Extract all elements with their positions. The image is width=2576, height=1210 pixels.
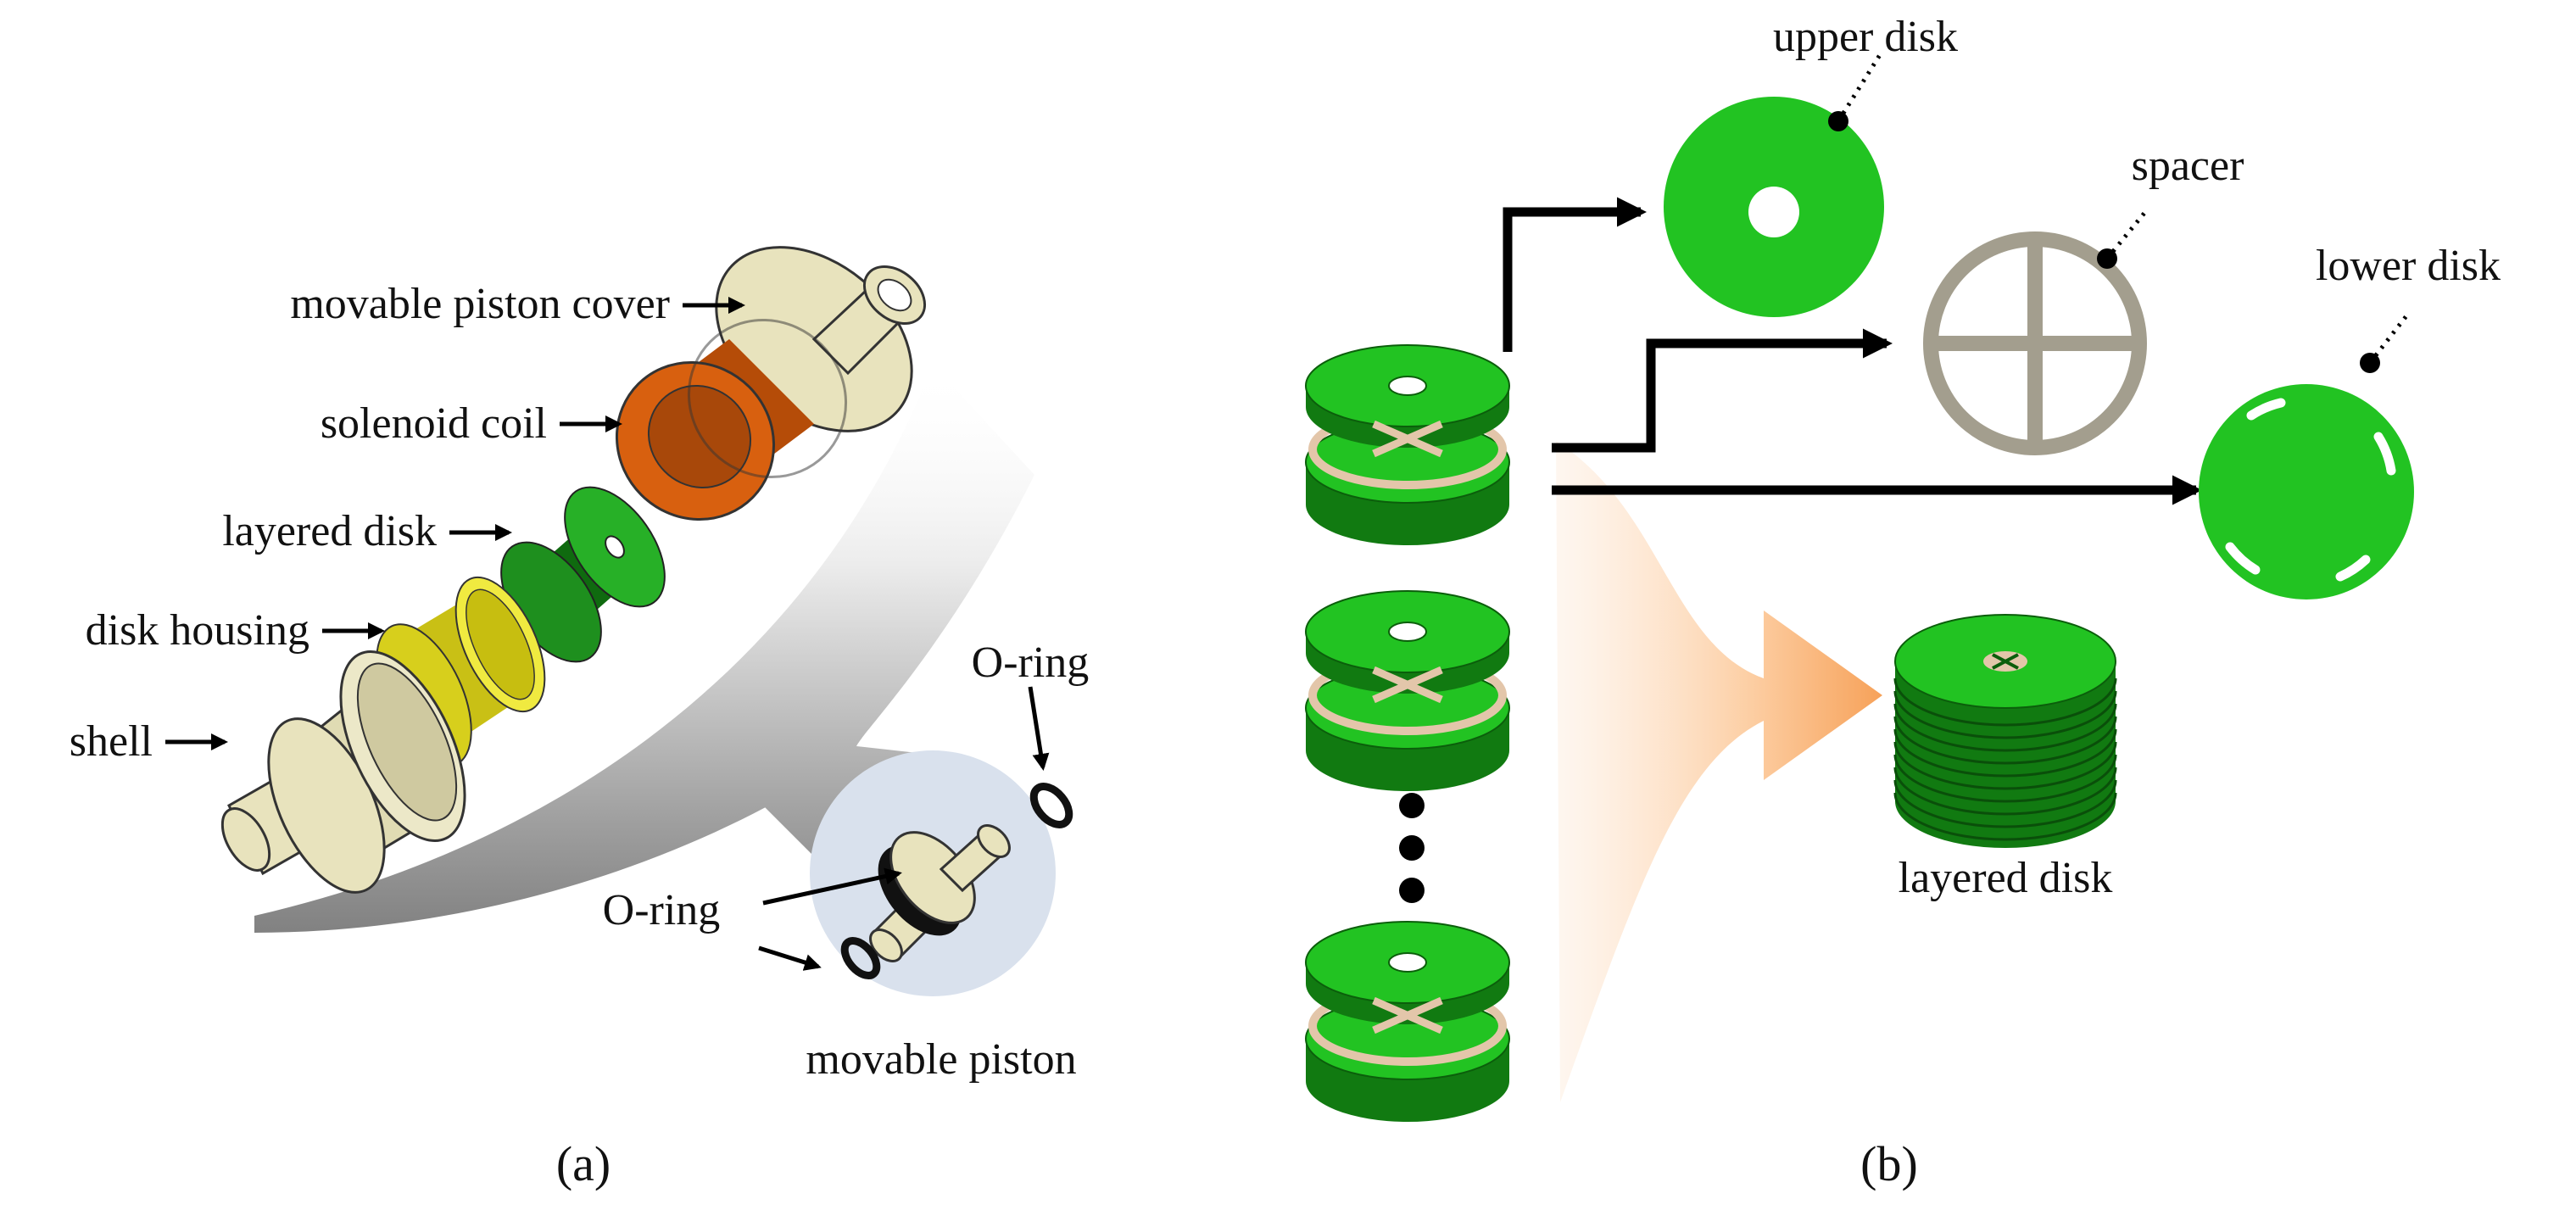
o-ring-upper-part [1029, 783, 1073, 828]
spacer-part [1923, 231, 2147, 455]
caption-b: (b) [1860, 1136, 1918, 1191]
upper-disk-part [1664, 97, 1884, 317]
label-layered-disk: layered disk [222, 507, 437, 555]
marker-upper-disk [1828, 111, 1848, 131]
lower-disk-part [2199, 384, 2414, 599]
leader-upper-disk [1836, 49, 1885, 123]
marker-spacer [2097, 248, 2117, 269]
movable-piston-part [869, 824, 1011, 962]
arrow-o-ring-upper [1028, 686, 1050, 771]
arrow-o-ring-lower [758, 945, 822, 971]
label-spacer: spacer [2132, 142, 2244, 190]
panel-b: upper disk spacer lower disk layered dis… [1305, 13, 2501, 1191]
label-o-ring-upper: O-ring [972, 638, 1090, 687]
label-o-ring-lower: O-ring [603, 886, 721, 934]
disk-stack-unit-1 [1305, 344, 1510, 545]
shell-part [220, 650, 466, 894]
caption-a: (a) [556, 1136, 611, 1191]
ellipsis-dot [1399, 835, 1425, 861]
label-shell: shell [70, 717, 153, 766]
assembly-arrow [254, 365, 1034, 933]
layered-disk-result [1893, 614, 2117, 848]
label-disk-housing: disk housing [86, 606, 309, 655]
label-movable-piston-cover: movable piston cover [290, 280, 670, 328]
label-solenoid-coil: solenoid coil [321, 399, 547, 448]
leader-lower-disk [2368, 312, 2410, 365]
disk-stack-unit-2 [1305, 590, 1510, 791]
marker-lower-disk [2360, 353, 2380, 373]
o-ring-lower-part [840, 937, 881, 979]
stacking-arrow [1556, 441, 1882, 1102]
disk-stack-unit-3 [1305, 921, 1510, 1122]
ellipsis-dot [1399, 793, 1425, 818]
label-layered-disk-result: layered disk [1899, 854, 2113, 902]
label-movable-piston: movable piston [806, 1035, 1076, 1084]
ellipsis-dot [1399, 878, 1425, 903]
panel-a: movable piston cover solenoid coil layer… [70, 246, 1090, 1191]
label-upper-disk: upper disk [1773, 13, 1958, 61]
arrow-o-ring-middle [762, 867, 902, 906]
label-lower-disk: lower disk [2316, 242, 2501, 290]
arrow-to-upper-disk [1503, 197, 1648, 352]
arrow-to-spacer [1552, 328, 1893, 453]
solenoid-coil-part [615, 318, 848, 521]
